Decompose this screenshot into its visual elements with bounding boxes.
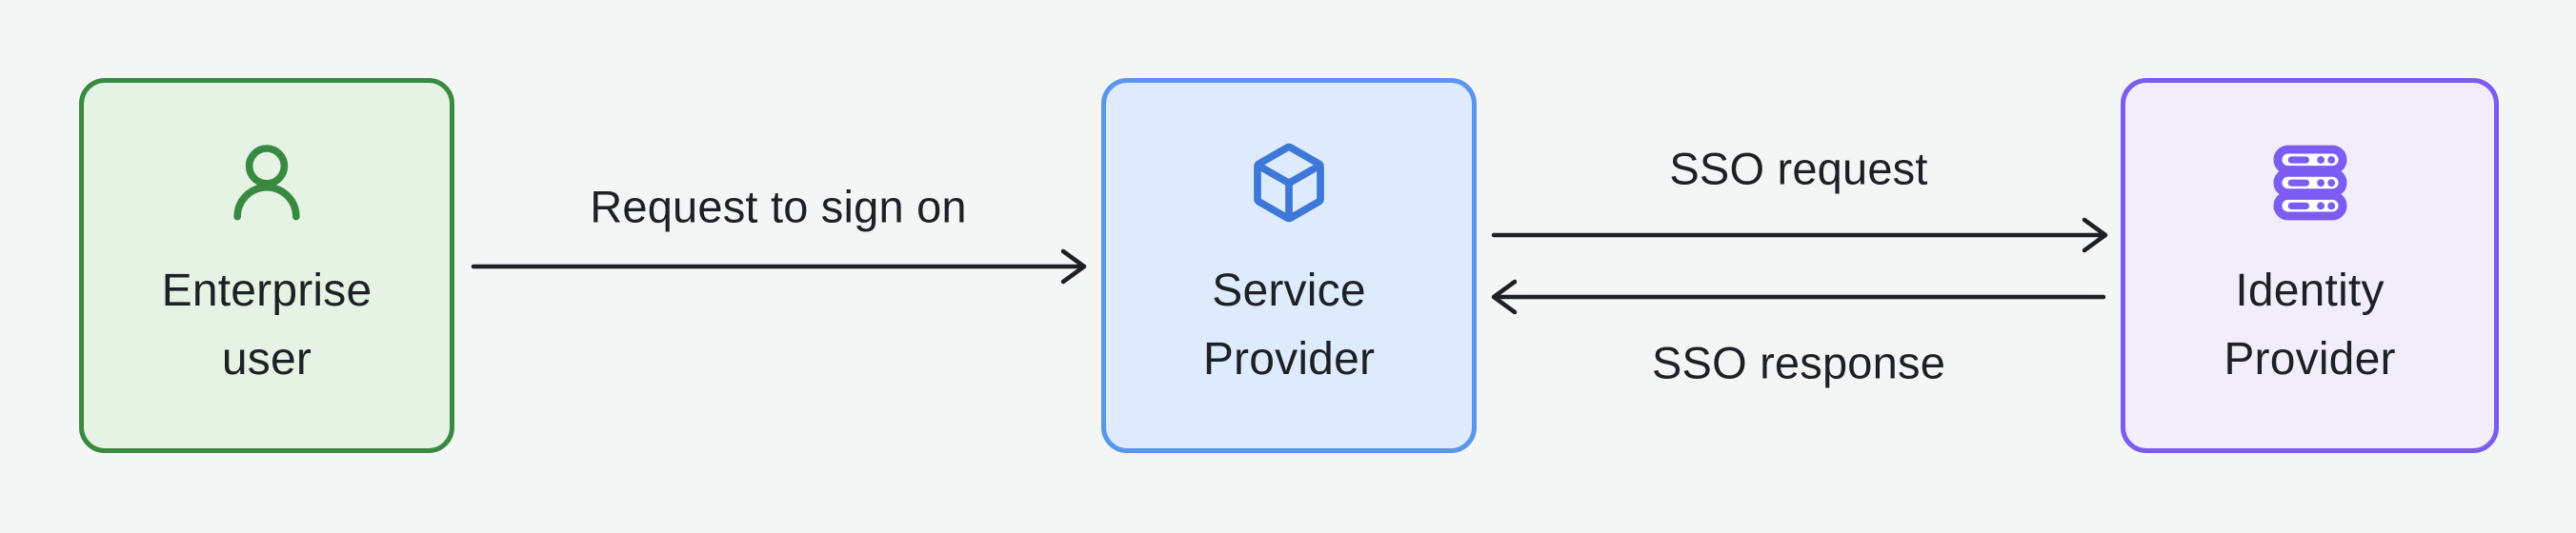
cube-icon [1247,137,1331,228]
node-service-provider: Service Provider [1101,78,1477,453]
node-label-line: Service [1212,266,1366,316]
node-identity-provider: Identity Provider [2121,78,2499,453]
node-label-line: Provider [2224,334,2396,385]
node-label-line: Provider [1202,334,1376,385]
edge-label-request-to-sign-on: Request to sign on [590,181,967,232]
node-label: Enterprise user [162,257,372,394]
node-label-line: Identity [2235,266,2385,316]
node-label: Identity Provider [2224,257,2395,394]
user-icon [219,137,314,228]
node-enterprise-user: Enterprise user [79,78,454,453]
edge-label-sso-request: SSO request [1669,143,1928,194]
arrow-sso-request [1491,217,2108,253]
edge-label-sso-response: SSO response [1651,337,1946,388]
arrow-sso-response [1491,279,2106,315]
server-icon [2269,137,2351,228]
node-label: Service Provider [1203,257,1375,394]
node-label-line: user [221,334,312,385]
node-label-line: Enterprise [161,266,372,316]
arrow-request-to-sign-on [471,248,1087,285]
